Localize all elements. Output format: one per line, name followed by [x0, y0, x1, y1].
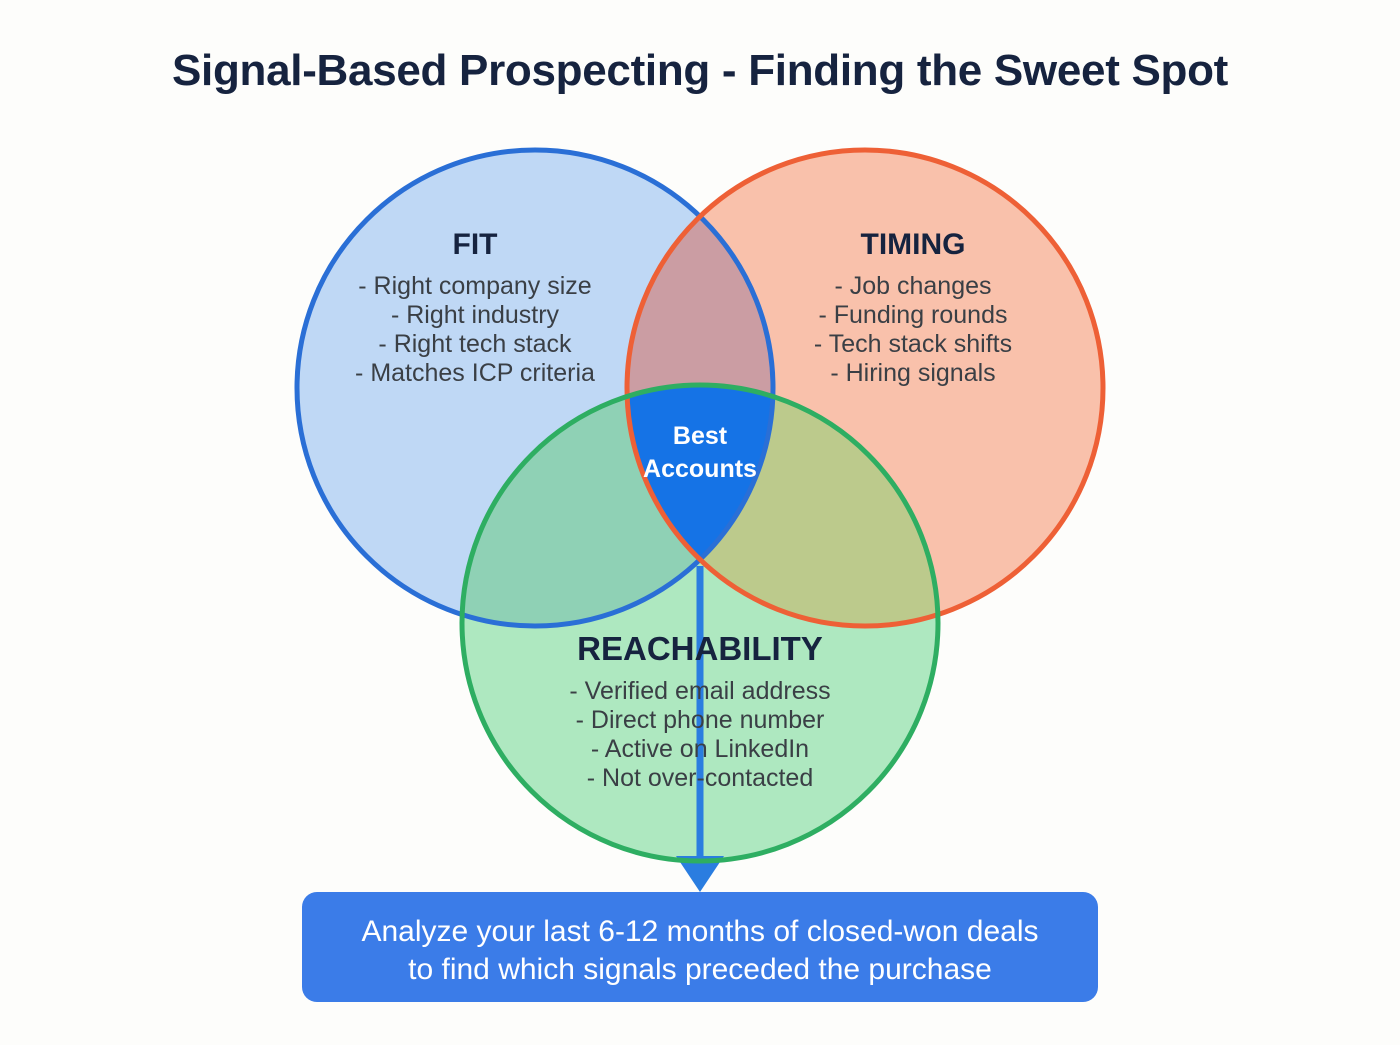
timing-title: TIMING	[861, 228, 966, 261]
fit-title: FIT	[453, 228, 498, 261]
reachability-title: REACHABILITY	[577, 630, 823, 667]
fit-label-group: FIT - Right company size - Right industr…	[355, 228, 595, 387]
flow-arrow	[676, 566, 724, 892]
best-accounts-label: Best Accounts	[643, 422, 757, 483]
page-title: Signal-Based Prospecting - Finding the S…	[171, 46, 1229, 95]
fit-circle-outline[interactable]	[294, 147, 776, 629]
timing-label-group: TIMING - Job changes - Funding rounds - …	[814, 228, 1012, 387]
best-accounts-line1: Best	[673, 422, 728, 450]
best-accounts-line2: Accounts	[643, 455, 757, 483]
reachability-item-3: - Not over-contacted	[587, 764, 814, 792]
reachability-label-group: REACHABILITY - Verified email address - …	[569, 630, 830, 792]
timing-item-2: - Tech stack shifts	[814, 330, 1012, 358]
timing-item-0: - Job changes	[834, 272, 991, 300]
callout-line1: Analyze your last 6-12 months of closed-…	[361, 915, 1038, 948]
fit-item-3: - Matches ICP criteria	[355, 359, 595, 387]
fit-item-2: - Right tech stack	[378, 330, 572, 358]
reachability-circle-outline[interactable]	[459, 382, 941, 864]
reachability-item-0: - Verified email address	[569, 677, 830, 705]
timing-item-1: - Funding rounds	[818, 301, 1007, 329]
reachability-item-2: - Active on LinkedIn	[591, 735, 809, 763]
callout-line2: to find which signals preceded the purch…	[408, 953, 992, 986]
timing-item-3: - Hiring signals	[830, 359, 995, 387]
reachability-item-1: - Direct phone number	[576, 706, 825, 734]
fit-item-0: - Right company size	[358, 272, 591, 300]
fit-item-1: - Right industry	[391, 301, 560, 329]
timing-circle-outline[interactable]	[624, 147, 1106, 629]
circle-outlines	[294, 147, 1106, 864]
callout-box[interactable]: Analyze your last 6-12 months of closed-…	[302, 892, 1098, 1002]
